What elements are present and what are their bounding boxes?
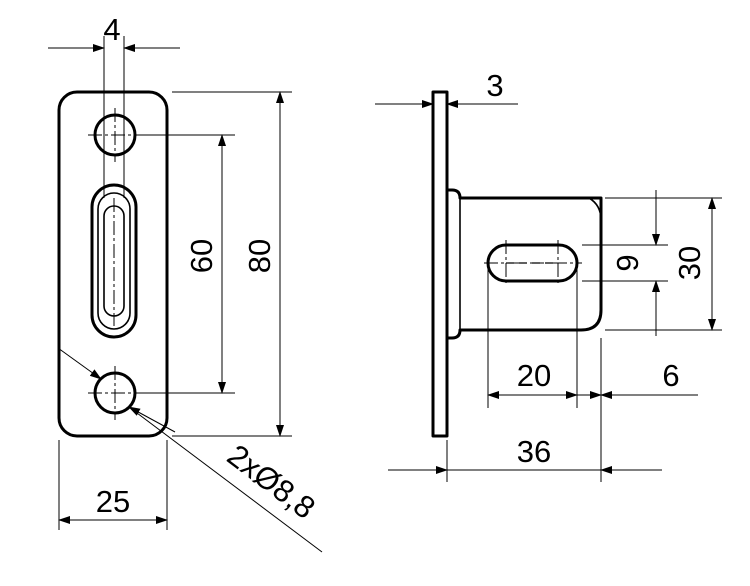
arm-tip-curve — [588, 197, 602, 221]
arm-slot-middle — [97, 192, 131, 330]
dim-30-label: 30 — [672, 246, 707, 280]
dim-4-label: 4 — [103, 12, 120, 47]
dim-60-label: 60 — [184, 239, 219, 273]
front-view: 4 25 60 80 2xØ8,8 — [48, 12, 323, 553]
dim-36-label: 36 — [517, 434, 551, 469]
hole-callout-leader — [128, 406, 323, 553]
dim-25-label: 25 — [96, 484, 130, 519]
arm-slot-outer — [90, 183, 138, 339]
dim-6-label: 6 — [662, 358, 679, 393]
hole-callout-arrow-2 — [128, 406, 176, 433]
side-view: 3 9 30 20 6 36 — [375, 68, 722, 482]
plate-outline — [57, 90, 169, 438]
dim-9-label: 9 — [610, 254, 645, 271]
dim-20-label: 20 — [517, 358, 551, 393]
dim-3-label: 3 — [486, 68, 503, 103]
hole-callout-arrow-1 — [57, 347, 102, 380]
base-plate — [431, 90, 449, 438]
dim-80-label: 80 — [242, 239, 277, 273]
arm-outline — [447, 188, 603, 340]
hole-callout-label: 2xØ8,8 — [221, 438, 322, 526]
